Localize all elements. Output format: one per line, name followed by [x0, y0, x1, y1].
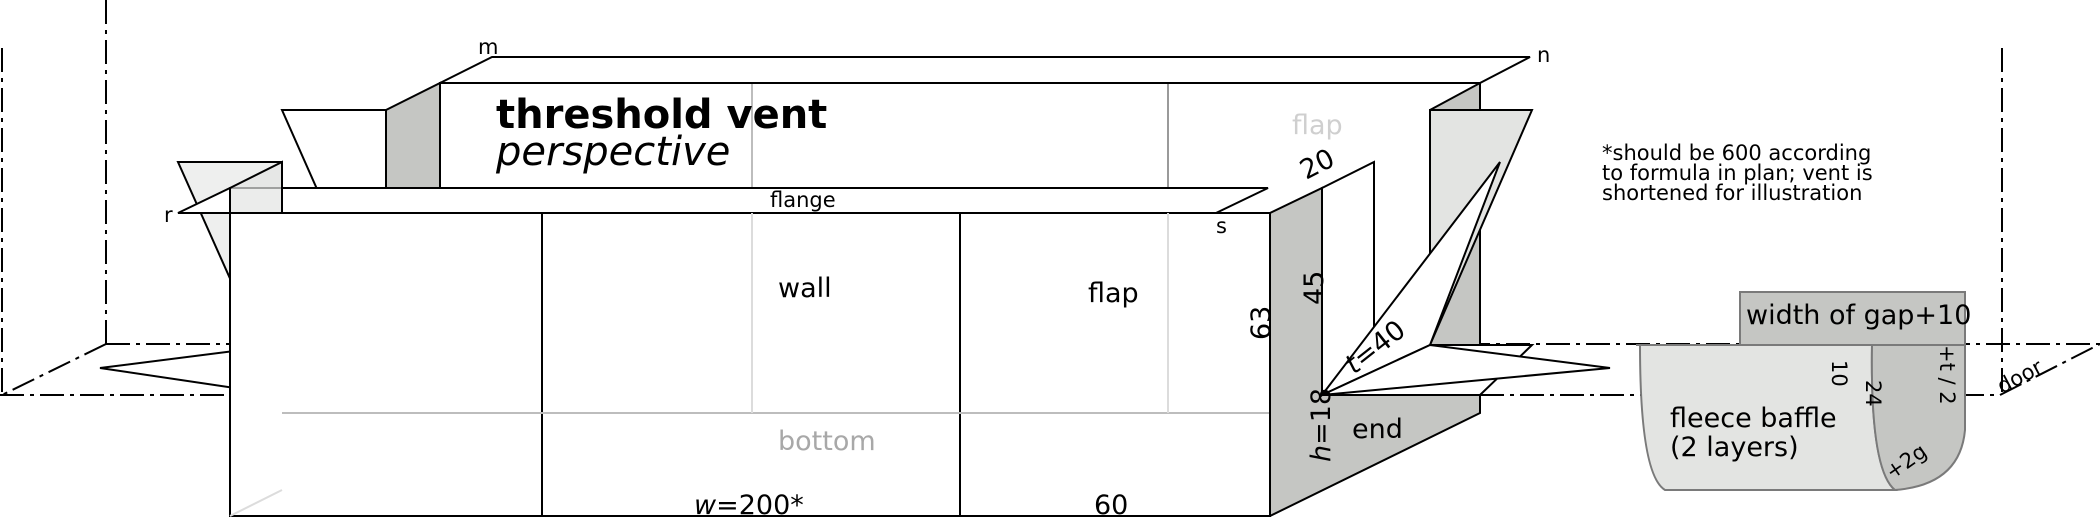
- label-wall: wall: [778, 273, 832, 304]
- baffle-dim-10: 10: [1827, 360, 1851, 387]
- baffle-dim-t-half: +t / 2: [1935, 345, 1959, 405]
- vertex-m: m: [478, 35, 498, 59]
- vertex-s: s: [1216, 214, 1227, 238]
- dimension-w: w=200*: [694, 490, 804, 517]
- label-flange: flange: [770, 188, 836, 212]
- page-subtitle: perspective: [495, 129, 730, 175]
- dimension-63: 63: [1246, 306, 1277, 340]
- page-title: threshold vent: [496, 92, 827, 138]
- dimension-45: 45: [1299, 271, 1330, 305]
- label-bottom: bottom: [778, 426, 876, 457]
- dimension-h: h=18: [1306, 388, 1337, 462]
- fleece-baffle: [1636, 291, 1966, 492]
- flange-strip: [177, 187, 1269, 214]
- vent-box: [229, 160, 1611, 517]
- baffle-name-line-2: (2 layers): [1670, 432, 1799, 463]
- vertex-n: n: [1537, 43, 1550, 67]
- baffle-dim-24: 24: [1861, 380, 1885, 407]
- vertex-r: r: [164, 203, 173, 227]
- note-line-1: *should be 600 according: [1602, 141, 1871, 165]
- note-line-3: shortened for illustration: [1602, 181, 1862, 205]
- label-flap-front: flap: [1088, 278, 1139, 309]
- baffle-width-label: width of gap+10: [1746, 300, 1971, 331]
- baffle-name-line-1: fleece baffle: [1670, 403, 1837, 434]
- label-end: end: [1352, 414, 1403, 445]
- dimension-60: 60: [1094, 490, 1128, 517]
- note-line-2: to formula in plan; vent is: [1602, 161, 1873, 185]
- label-flap-back: flap: [1292, 110, 1343, 141]
